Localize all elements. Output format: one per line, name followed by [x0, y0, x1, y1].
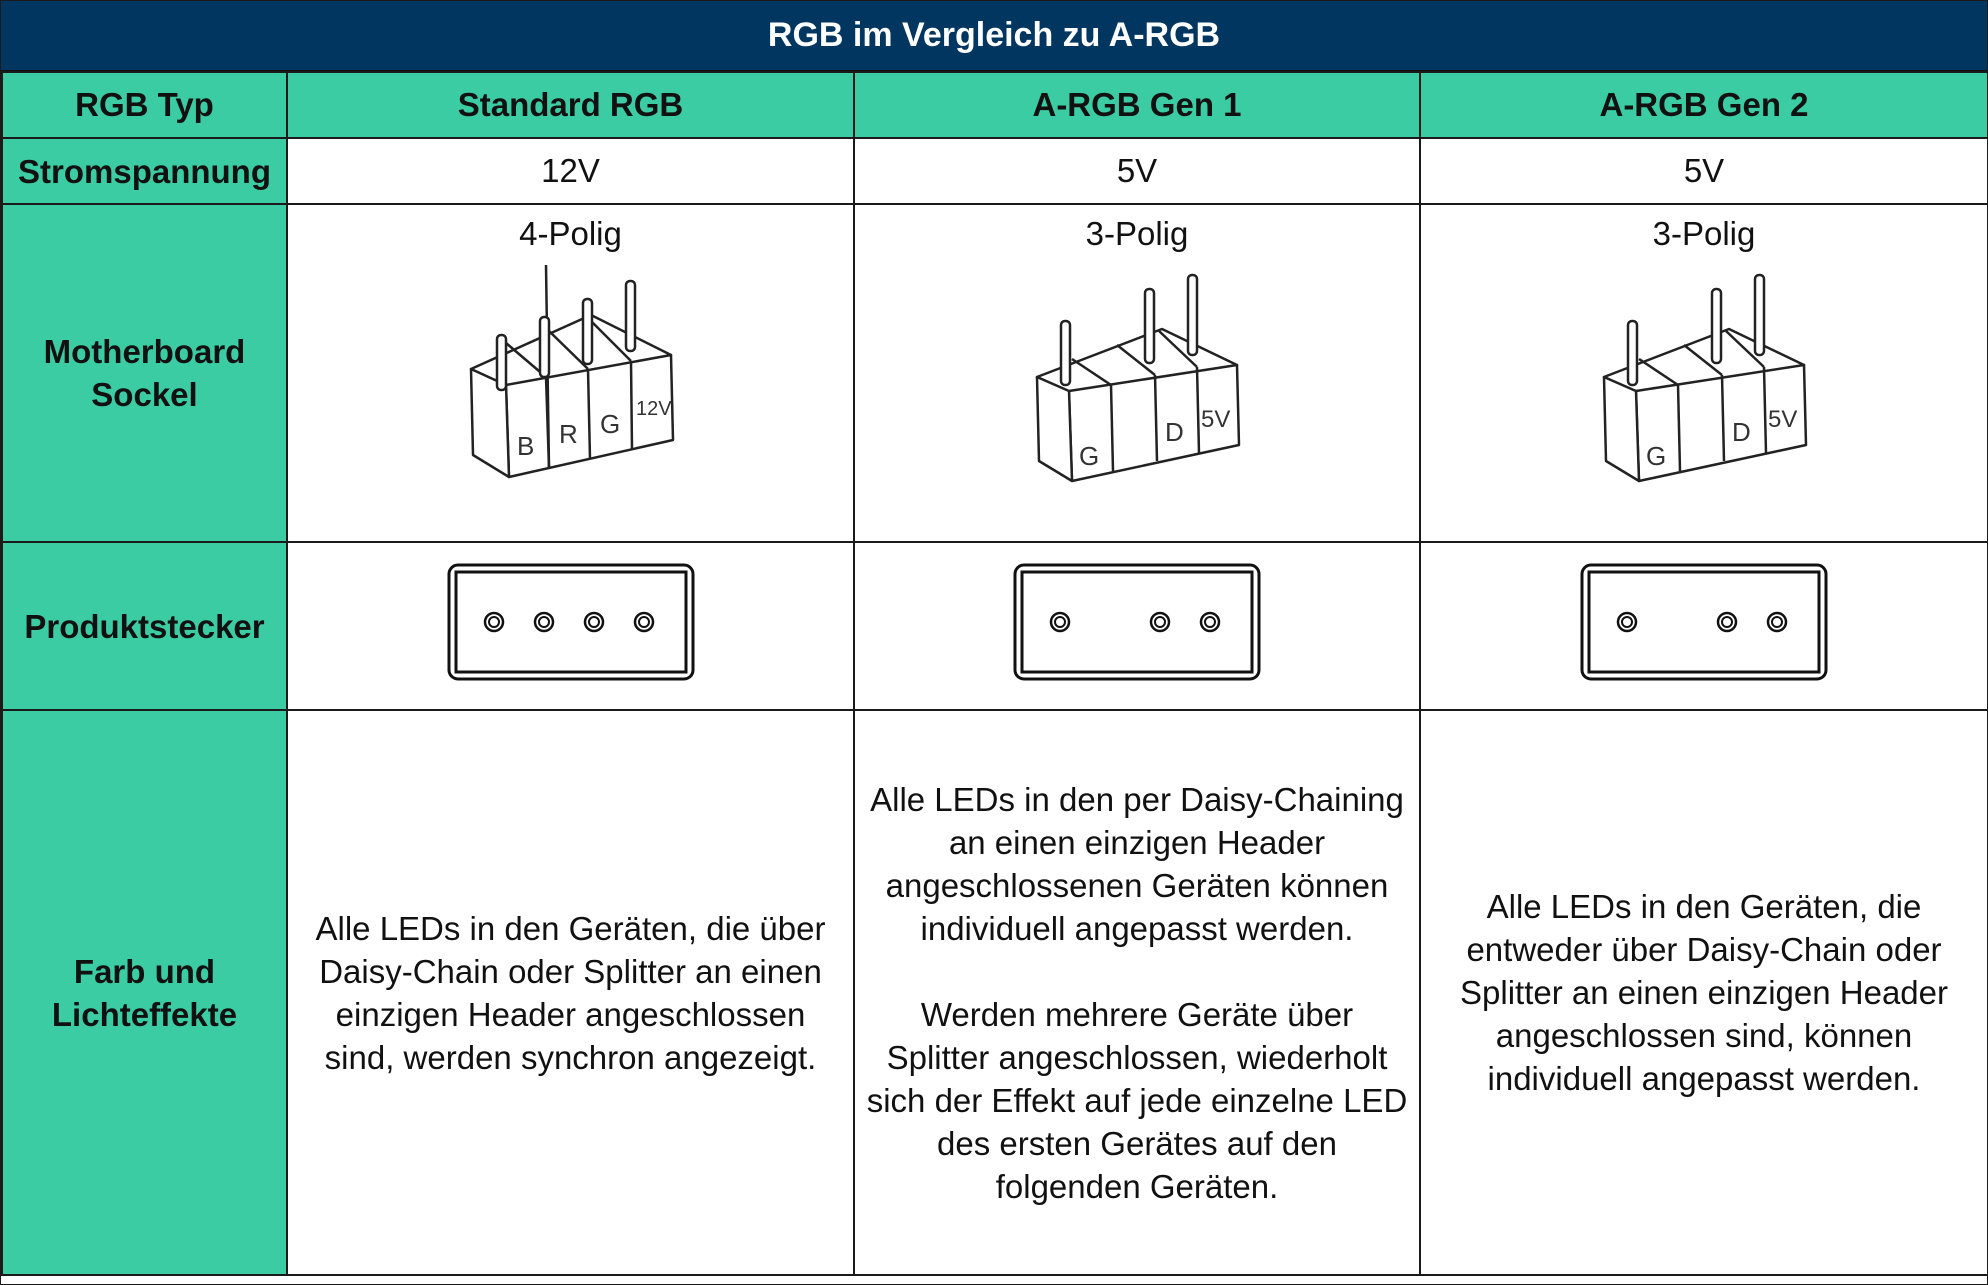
4-pin-header-icon: B R G 12V: [469, 265, 674, 479]
pin-label-5v: 5V: [1201, 406, 1230, 433]
column-header-argb-gen2: A-RGB Gen 2: [1419, 71, 1988, 139]
effects-standard-rgb: Alle LEDs in den Geräten, die über Daisy…: [286, 709, 855, 1276]
pin-label-d: D: [1165, 417, 1184, 447]
pin-label-d: D: [1732, 417, 1751, 447]
3-pin-header-icon: G D 5V: [1035, 273, 1241, 483]
header-row-label: RGB Typ: [1, 71, 288, 139]
pin-count: 3-Polig: [1085, 215, 1189, 252]
connector-inner-frame: [454, 570, 687, 674]
motherboard-socket-row-label: Motherboard Sockel: [1, 203, 288, 543]
pin-label-12v: 12V: [636, 398, 672, 420]
connector-pin-hole: [583, 611, 604, 633]
voltage-row: Stromspannung 12V 5V 5V: [1, 137, 1988, 205]
connector-pin-hole: [1716, 611, 1738, 633]
pin-label-r: R: [559, 419, 578, 449]
effects-argb-gen2: Alle LEDs in den Geräten, die entweder ü…: [1419, 709, 1988, 1276]
effects-row: Farb und Lichteffekte Alle LEDs in den G…: [1, 709, 1988, 1276]
socket-argb-gen2: 3-Polig: [1419, 203, 1988, 543]
effects-paragraph: Alle LEDs in den Geräten, die entweder ü…: [1460, 888, 1948, 1097]
connector-pin-hole: [483, 611, 504, 633]
voltage-standard-rgb: 12V: [286, 137, 855, 205]
4-pin-connector-icon: [447, 563, 694, 681]
pin-label-b: B: [517, 431, 534, 461]
pin-label-5v: 5V: [1768, 406, 1797, 433]
connector-inner-frame: [1587, 570, 1821, 674]
connector-outer-frame: [447, 563, 694, 681]
plug-standard-rgb: [286, 541, 855, 711]
pin-label-g: G: [1079, 441, 1099, 471]
connector-inner-frame: [1020, 570, 1254, 674]
motherboard-label-line1: Motherboard: [43, 333, 246, 370]
3-pin-header-icon: G D 5V: [1602, 273, 1808, 483]
motherboard-label-line2: Sockel: [91, 376, 198, 413]
connector-outer-frame: [1013, 563, 1261, 681]
connector-pin-hole: [1049, 611, 1071, 633]
effects-paragraph: Werden mehrere Geräte über Splitter ange…: [866, 995, 1408, 1205]
voltage-argb-gen2: 5V: [1419, 137, 1988, 205]
effects-row-label: Farb und Lichteffekte: [1, 709, 288, 1276]
connector-pin-hole: [633, 611, 654, 633]
column-header-standard-rgb: Standard RGB: [286, 71, 855, 139]
3-pin-connector-icon: [1013, 563, 1261, 681]
effects-label-line2: Lichteffekte: [51, 995, 238, 1033]
socket-argb-gen1: 3-Polig: [853, 203, 1421, 543]
column-header-argb-gen1: A-RGB Gen 1: [853, 71, 1421, 139]
connector-pin-hole: [1199, 611, 1221, 633]
plug-argb-gen1: [853, 541, 1421, 711]
voltage-argb-gen1: 5V: [853, 137, 1421, 205]
pin-count: 3-Polig: [1652, 215, 1756, 252]
effects-paragraph: Alle LEDs in den per Daisy-Chaining an e…: [870, 780, 1404, 947]
header-row: RGB Typ Standard RGB A-RGB Gen 1 A-RGB G…: [1, 71, 1988, 139]
pin-count: 4-Polig: [519, 215, 622, 252]
product-plug-row-label: Produktstecker: [1, 541, 288, 711]
effects-label-line1: Farb und: [73, 952, 216, 990]
plug-argb-gen2: [1419, 541, 1988, 711]
connector-outer-frame: [1580, 563, 1828, 681]
connector-pin-hole: [1766, 611, 1788, 633]
effects-argb-gen1: Alle LEDs in den per Daisy-Chaining an e…: [853, 709, 1421, 1276]
connector-pin-hole: [533, 611, 554, 633]
pin-label-g: G: [600, 409, 620, 439]
socket-standard-rgb: 4-Polig: [286, 203, 855, 543]
voltage-row-label: Stromspannung: [1, 137, 288, 205]
connector-pin-hole: [1149, 611, 1171, 633]
effects-paragraph: Alle LEDs in den Geräten, die über Daisy…: [315, 909, 826, 1076]
product-plug-row: Produktstecker: [1, 541, 1988, 711]
comparison-table: RGB Typ Standard RGB A-RGB Gen 1 A-RGB G…: [1, 71, 1988, 1276]
table-title: RGB im Vergleich zu A-RGB: [1, 1, 1987, 72]
motherboard-socket-row: Motherboard Sockel 4-Polig: [1, 203, 1988, 543]
connector-pin-hole: [1616, 611, 1638, 633]
pin-label-g: G: [1646, 441, 1666, 471]
3-pin-connector-icon: [1580, 563, 1828, 681]
